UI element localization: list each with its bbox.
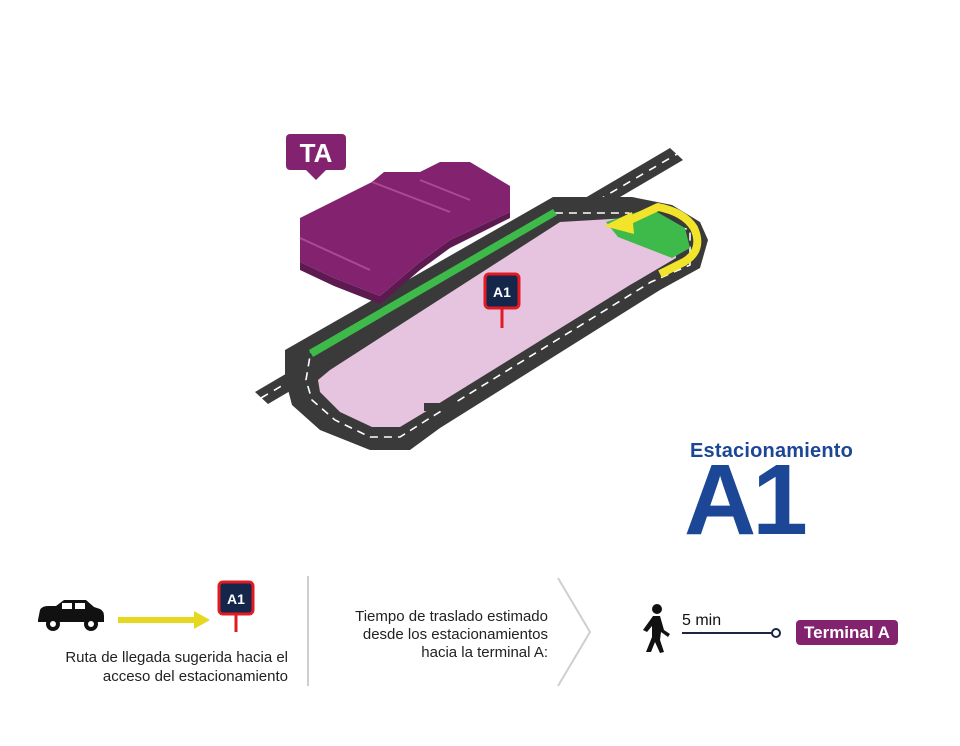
route-arrowhead — [604, 212, 634, 234]
route-legend-line: Ruta de llegada sugerida hacia el — [65, 649, 288, 666]
terminal-a-building — [299, 162, 510, 304]
time-legend-line: hacia la terminal A: — [421, 644, 548, 661]
parking-heading-code: A1 — [684, 444, 808, 556]
green-lane — [309, 209, 557, 357]
access-road-stub — [424, 403, 466, 411]
arrow-right-icon — [118, 611, 210, 629]
svg-text:TA: TA — [300, 138, 333, 168]
svg-text:A1: A1 — [493, 284, 511, 300]
legend-pin-a1: A1 — [217, 580, 255, 632]
walk-time-label: 5 min — [682, 612, 722, 629]
time-legend-text: Tiempo de traslado estimado desde los es… — [308, 608, 548, 662]
svg-text:A1: A1 — [227, 591, 245, 607]
walking-person-icon — [643, 604, 670, 653]
terminal-a-badge: Terminal A — [796, 620, 898, 645]
terminal-tag: TA — [286, 134, 346, 180]
walk-timeline — [682, 628, 781, 638]
parking-pin-a1[interactable]: A1 — [483, 272, 521, 328]
route-legend-line: acceso del estacionamiento — [102, 668, 288, 685]
parking-lot-a1 — [318, 218, 676, 427]
time-legend-line: Tiempo de traslado estimado — [355, 608, 548, 625]
time-legend-line: desde los estacionamientos — [362, 626, 548, 643]
parking-heading-label: Estacionamiento — [690, 440, 854, 462]
suggested-route — [604, 203, 702, 278]
chevron-right-icon — [557, 577, 592, 687]
car-icon — [38, 600, 104, 631]
route-legend-text: Ruta de llegada sugerida hacia el acceso… — [8, 648, 288, 686]
